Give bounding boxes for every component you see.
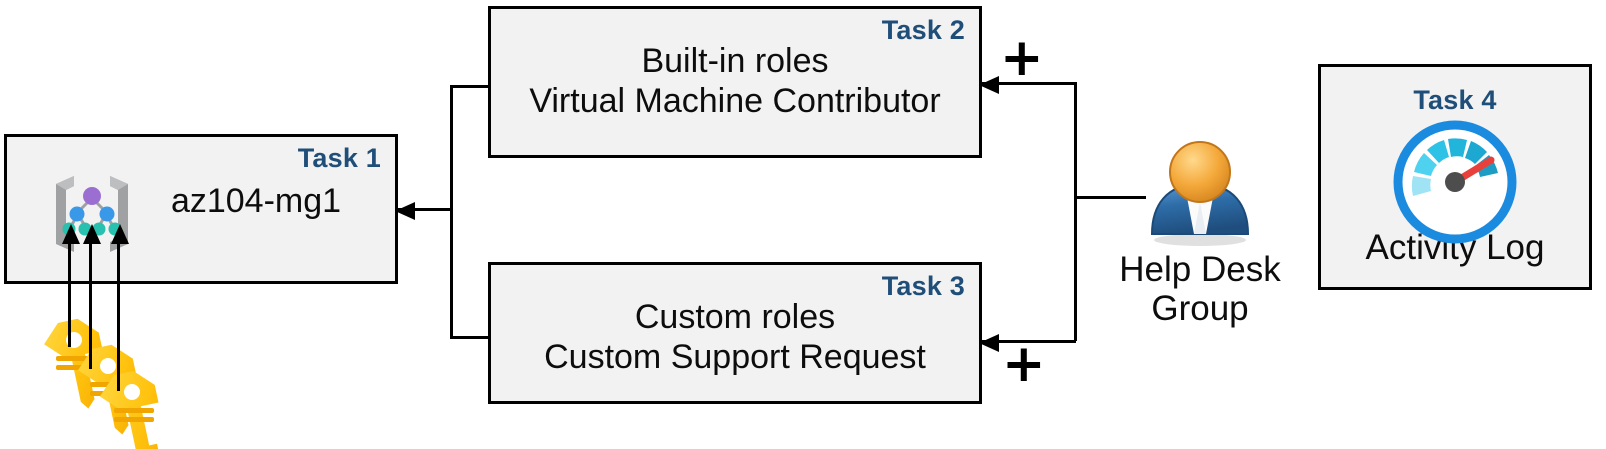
left-connector-arrow-to-task1 [395, 202, 452, 220]
activity-log-gauge-icon [1393, 120, 1517, 244]
task-2-label: Task 2 [881, 15, 965, 45]
user-group-icon [1150, 141, 1250, 246]
actor-caption-line-2: Group [1151, 289, 1249, 329]
task-2-text: Built-in roles Virtual Machine Contribut… [491, 41, 979, 121]
plus-icon-bottom: + [1002, 334, 1046, 394]
key-arrow-2 [83, 224, 101, 369]
actor-caption: Help Desk Group [1060, 250, 1340, 328]
task-3-box[interactable]: Task 3 Custom roles Custom Support Reque… [488, 262, 982, 404]
task-4-label: Task 4 [1413, 85, 1497, 115]
right-connector-stem [1074, 196, 1146, 199]
plus-icon-top: + [1000, 28, 1044, 88]
left-connector-vertical [450, 85, 453, 337]
task-3-text-line-1: Custom roles [634, 298, 836, 336]
task-1-label: Task 1 [297, 143, 381, 173]
actor-caption-line-1: Help Desk [1119, 250, 1281, 289]
task-3-text-line-2: Custom Support Request [544, 338, 926, 377]
task-3-label: Task 3 [881, 271, 965, 301]
task-1-text: az104-mg1 [170, 182, 342, 220]
right-connector-vertical [1074, 82, 1077, 341]
left-connector-bottom-branch [450, 336, 490, 339]
key-arrow-1 [62, 224, 80, 347]
key-arrow-3 [111, 224, 129, 391]
right-connector-arrow-to-task3 [979, 334, 1076, 352]
keys-icon [44, 318, 162, 449]
task-3-text: Custom roles Custom Support Request [491, 297, 979, 377]
task-2-box[interactable]: Task 2 Built-in roles Virtual Machine Co… [488, 6, 982, 158]
task-2-text-line-2: Virtual Machine Contributor [529, 82, 941, 121]
right-connector-arrow-to-task2 [979, 76, 1076, 94]
task-2-text-line-1: Built-in roles [641, 42, 829, 80]
left-connector-top-branch [450, 85, 490, 88]
